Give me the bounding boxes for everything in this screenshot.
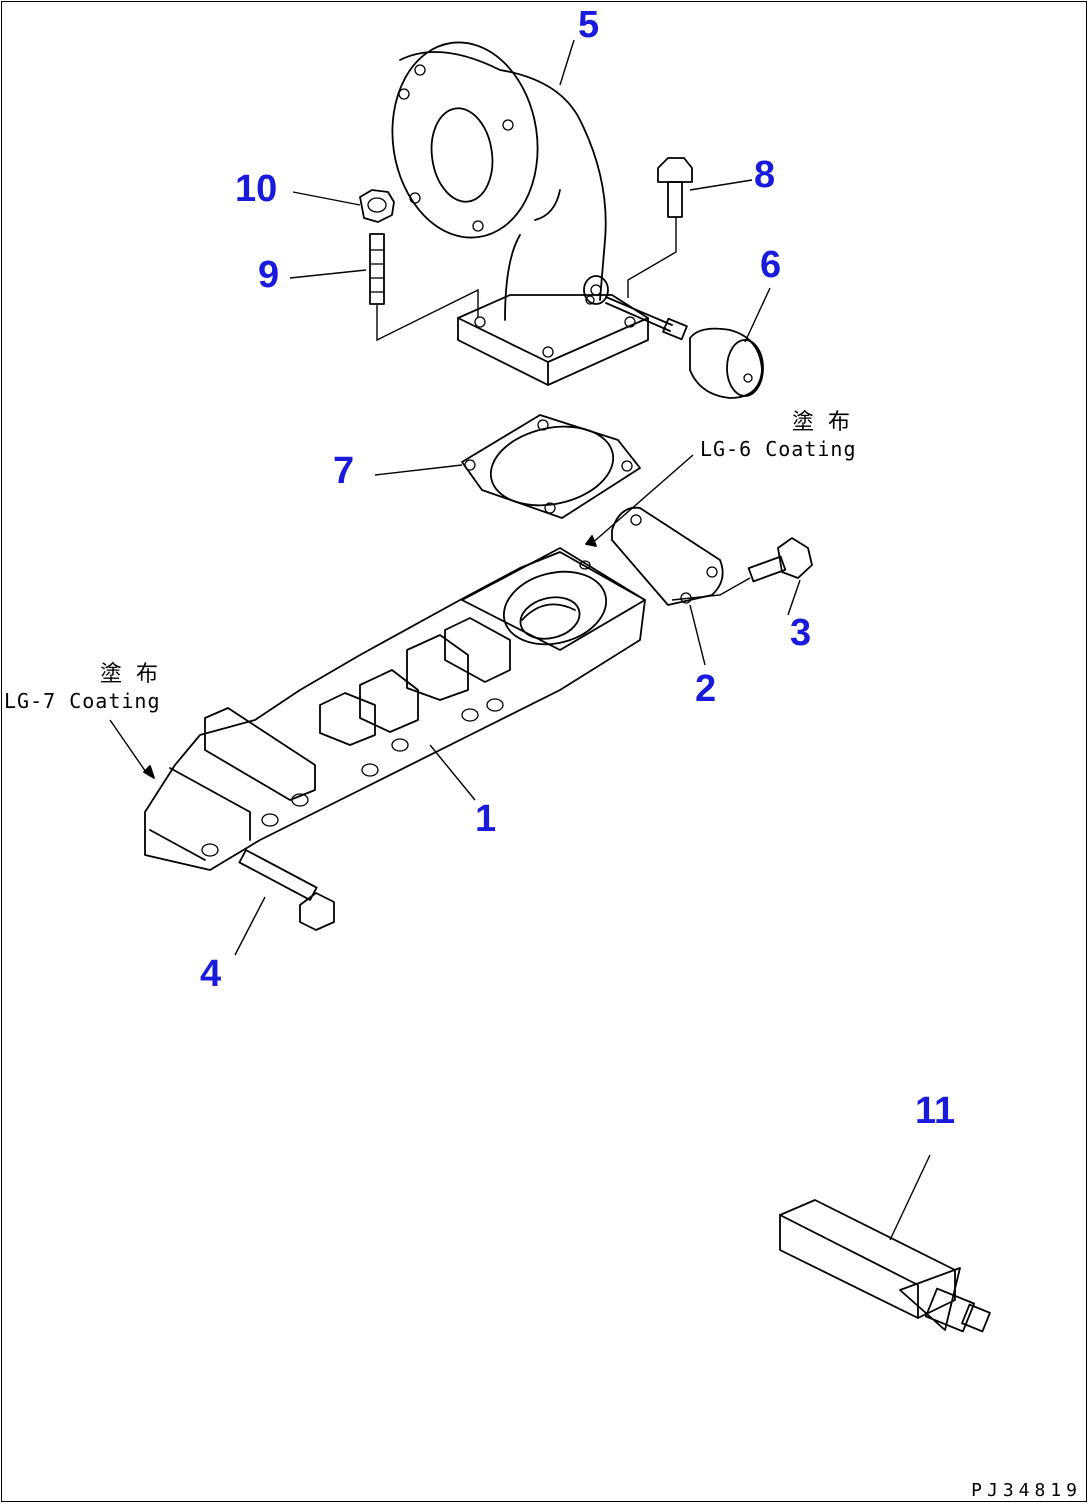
socket-tool [779,1199,991,1333]
bolt-cover [747,537,813,583]
callout-8: 8 [754,154,776,196]
coating-note-lg6: LG-6 Coating [700,437,857,461]
callout-10: 10 [235,168,278,210]
elbow-pipe [391,41,649,386]
callout-1: 1 [475,798,497,840]
callout-2: 2 [695,668,717,710]
stud-bolt [369,233,385,305]
coating-note-lg7: LG-7 Coating [4,689,161,713]
coating-note-lg6-jp: 塗布 [792,410,865,435]
leader-lines [109,39,931,1241]
callout-3: 3 [790,612,812,654]
callout-4: 4 [200,953,222,995]
callout-9: 9 [258,254,280,296]
callout-5: 5 [578,4,600,46]
nut [359,189,395,223]
bolt-manifold [238,849,335,931]
coating-note-lg7-jp: 塗布 [100,662,173,687]
drawing-number: PJ34819 [971,1480,1082,1501]
bolt-top [657,157,693,218]
callout-11: 11 [915,1090,956,1132]
callout-7: 7 [333,450,355,492]
actuator [605,296,764,399]
exhaust-manifold [144,547,646,871]
callout-6: 6 [760,244,782,286]
gasket [461,414,641,519]
